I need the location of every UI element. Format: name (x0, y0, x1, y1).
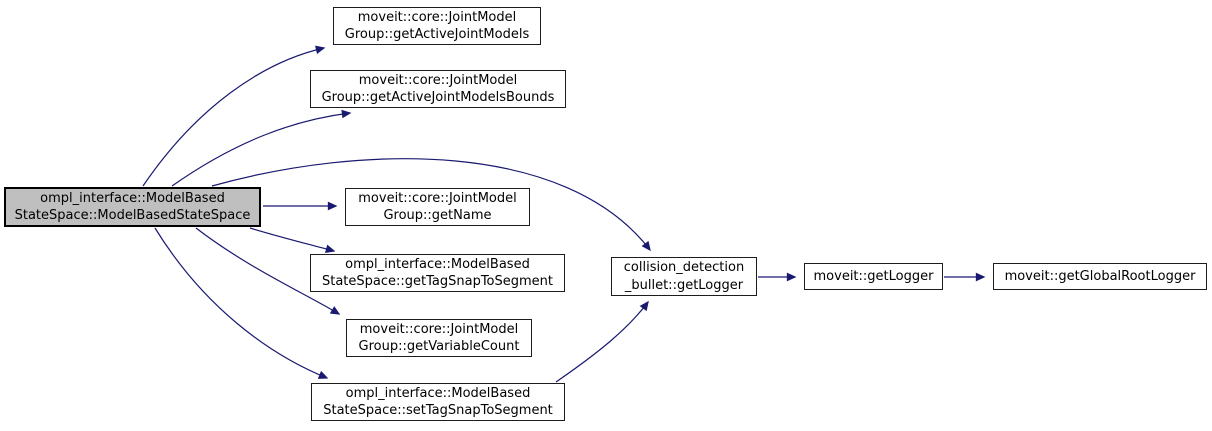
node-label-line: Group::getActiveJointModelsBounds (321, 90, 555, 105)
node-moveit-getglobalrootlogger[interactable]: moveit::getGlobalRootLogger (993, 263, 1207, 290)
edge-main-to-getactivejointmodels (142, 45, 326, 187)
edge-settagsnaptosegment-to-collision-getlogger (555, 300, 649, 383)
node-collision-detection-bullet-getlogger[interactable]: collision_detection _bullet::getLogger (611, 257, 757, 296)
node-label-line: moveit::core::JointModel (359, 321, 519, 337)
node-label-line: ompl_interface::ModelBased (345, 256, 530, 272)
node-gettagsnaptosegment[interactable]: ompl_interface::ModelBased StateSpace::g… (310, 254, 565, 292)
node-label-line: moveit::core::JointModel (358, 72, 518, 88)
node-label-line: StateSpace::setTagSnapToSegment (323, 403, 553, 418)
node-label-line: moveit::getLogger (813, 268, 934, 284)
node-modelbasedstatespace-constructor: ompl_interface::ModelBased StateSpace::M… (4, 187, 261, 227)
node-label-line: Group::getVariableCount (358, 339, 520, 354)
node-label-line: StateSpace::getTagSnapToSegment (321, 274, 554, 289)
edge-main-to-gettagsnaptosegment (249, 227, 336, 254)
node-label-line: collision_detection (623, 260, 745, 275)
node-label-line: Group::getActiveJointModels (344, 27, 530, 42)
node-label-line: ompl_interface::ModelBased (345, 385, 531, 401)
node-settagsnaptosegment[interactable]: ompl_interface::ModelBased StateSpace::s… (311, 383, 565, 421)
node-getactivejointmodelsbounds[interactable]: moveit::core::JointModel Group::getActiv… (310, 70, 566, 108)
edge-main-to-getactivejointmodelsbounds (171, 109, 352, 187)
edge-main-to-settagsnaptosegment (154, 227, 329, 379)
node-getvariablecount[interactable]: moveit::core::JointModel Group::getVaria… (346, 319, 532, 357)
node-label-line: moveit::core::JointModel (357, 9, 517, 25)
node-label-line: moveit::getGlobalRootLogger (1004, 268, 1196, 284)
node-getactivejointmodels[interactable]: moveit::core::JointModel Group::getActiv… (333, 7, 541, 45)
node-label-line: ompl_interface::ModelBased (40, 190, 225, 206)
node-label-line: moveit::core::JointModel (358, 190, 517, 206)
node-moveit-getlogger[interactable]: moveit::getLogger (804, 263, 943, 290)
node-label-line: _bullet::getLogger (624, 277, 744, 293)
node-getname[interactable]: moveit::core::JointModel Group::getName (345, 188, 530, 226)
node-label-line: Group::getName (383, 208, 492, 223)
node-label-line: StateSpace::ModelBasedStateSpace (14, 208, 251, 223)
